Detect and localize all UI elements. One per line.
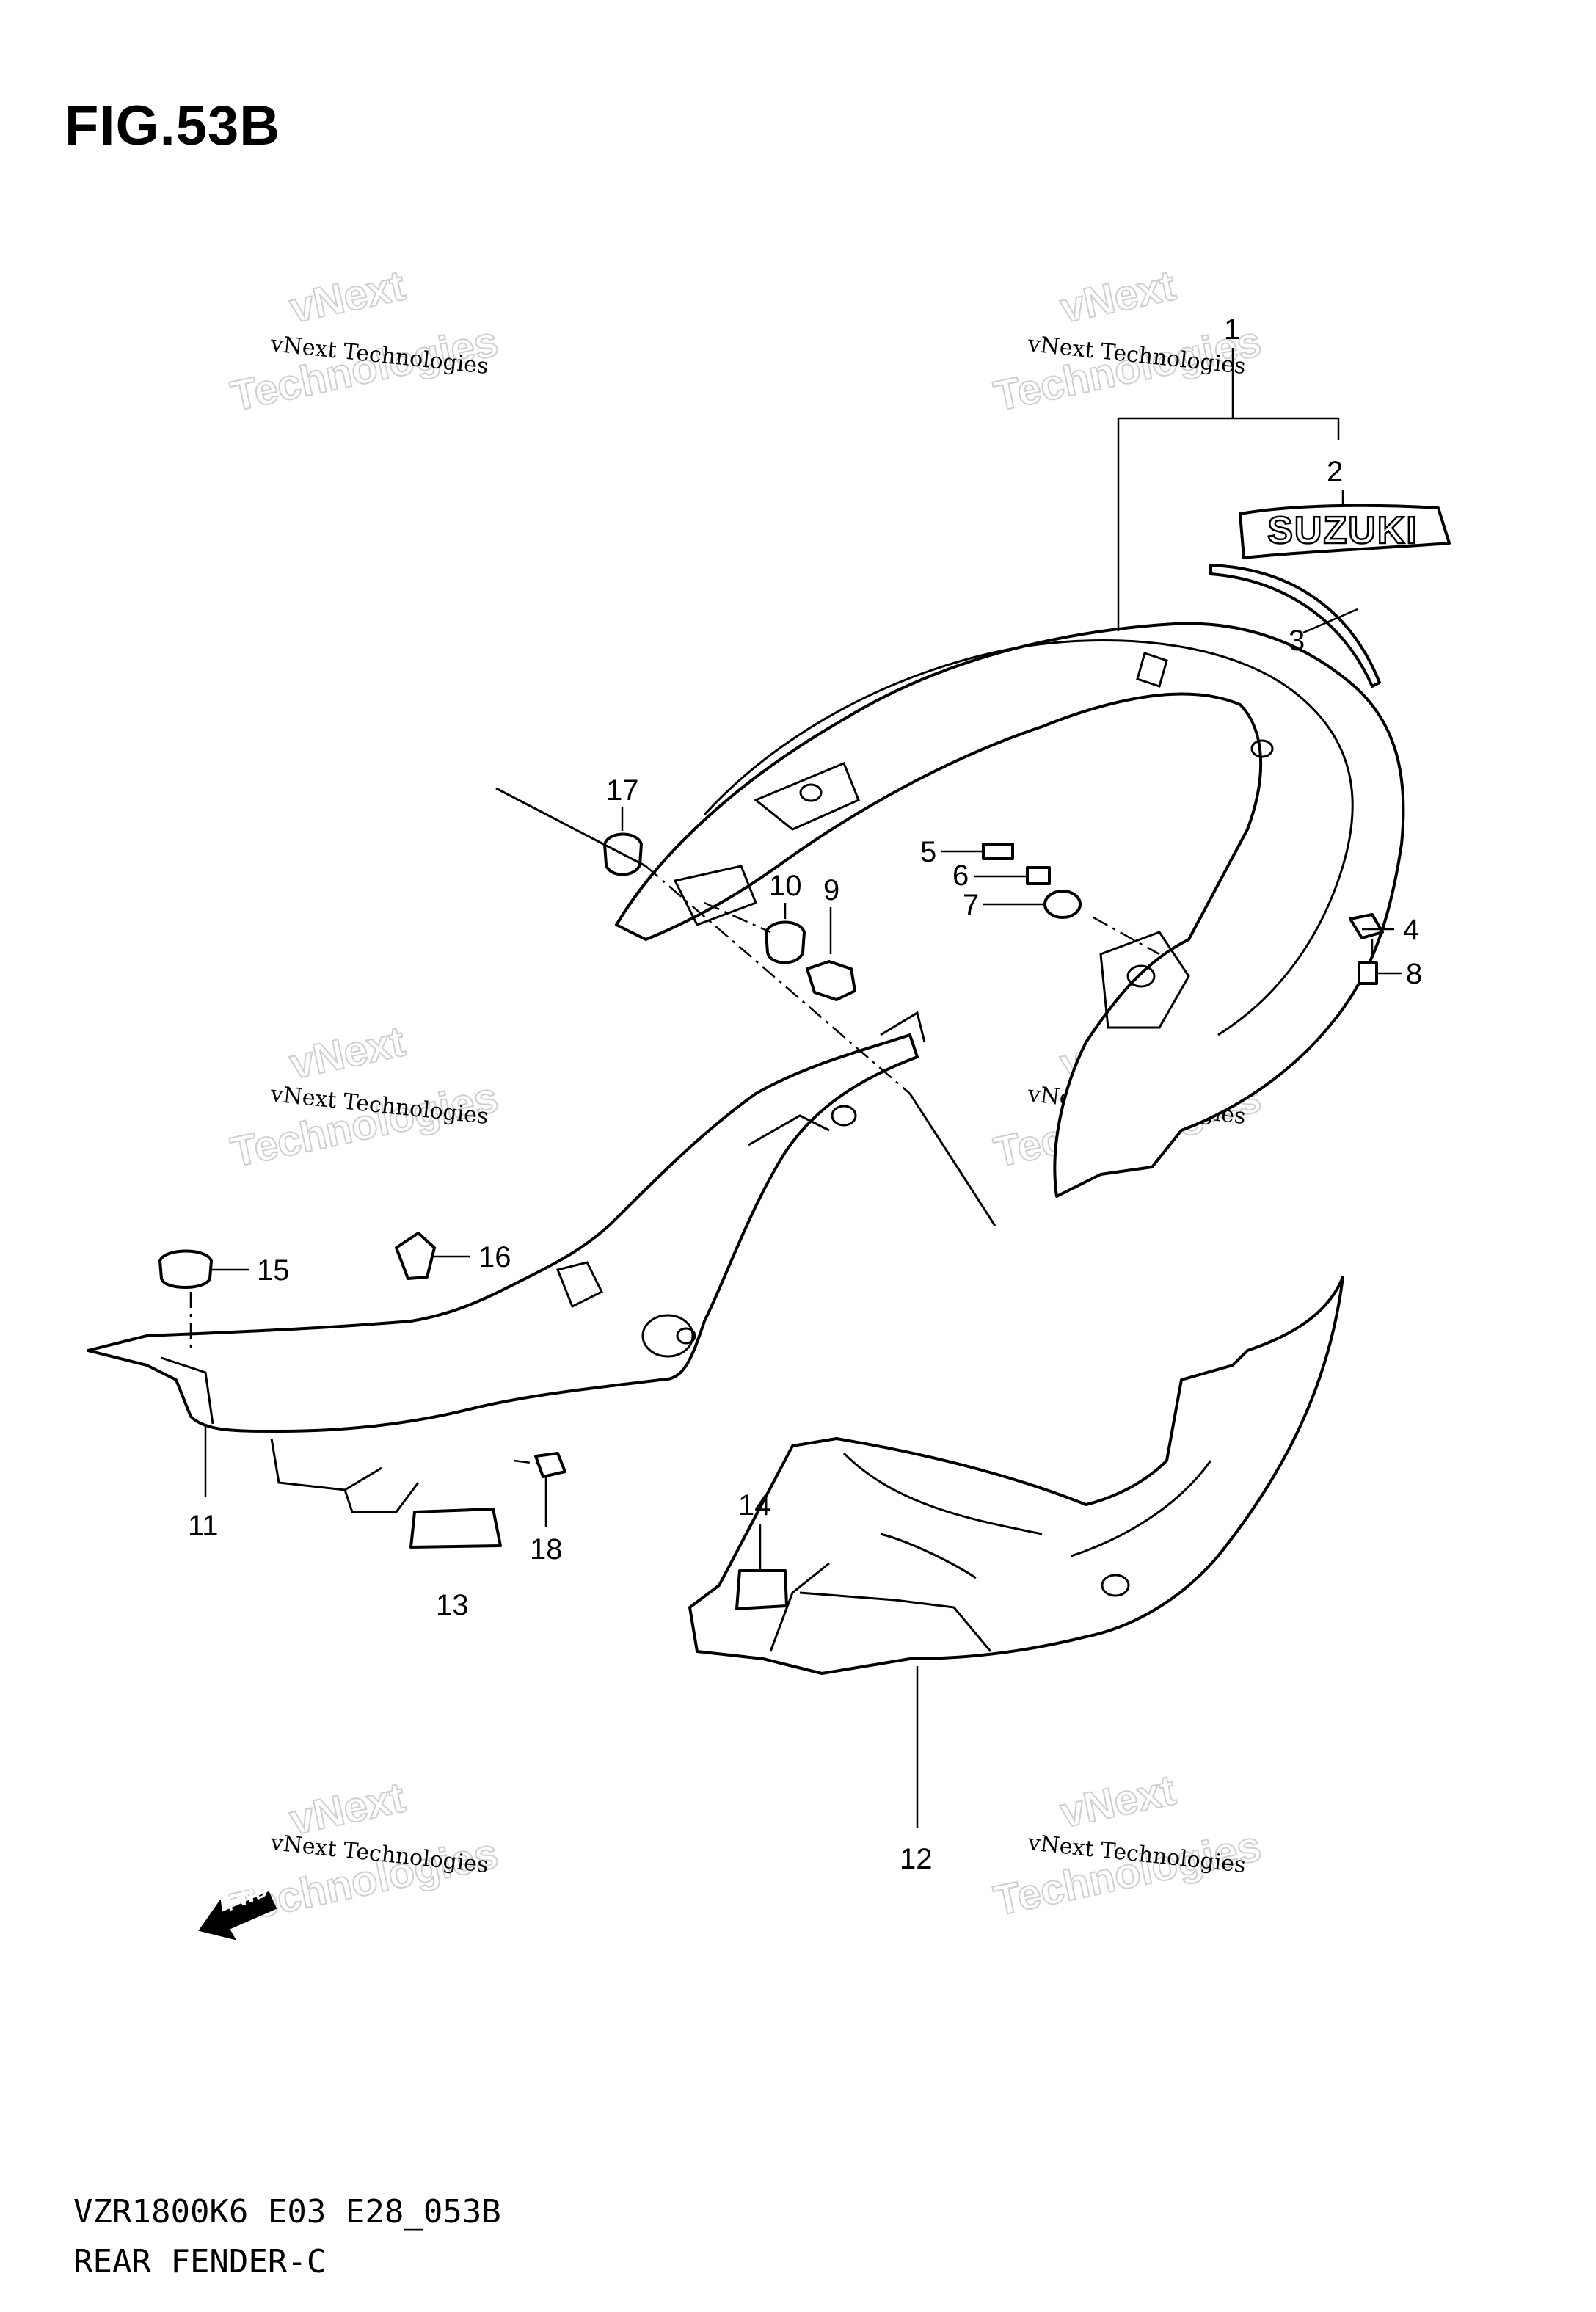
part-14-pad xyxy=(735,1569,788,1610)
figure-title: FIG.53B xyxy=(65,95,281,157)
part-rear-fender-cowl xyxy=(615,622,1405,1198)
part-18-screw xyxy=(534,1452,566,1478)
reference-line xyxy=(704,901,771,934)
callout-3: 3 xyxy=(1289,625,1305,657)
reference-line xyxy=(495,787,646,868)
part-6-collar xyxy=(1026,866,1051,885)
callout-numbers: 1 2 3 4 5 6 7 8 9 10 11 12 13 14 15 16 1… xyxy=(188,313,1422,1875)
callout-16: 16 xyxy=(478,1241,511,1273)
watermark-outline-small: vNext xyxy=(1056,1766,1179,1836)
part-4-nut xyxy=(1349,913,1384,939)
part-7-cushion xyxy=(1043,890,1082,919)
callout-18: 18 xyxy=(530,1533,563,1566)
suzuki-logo-text: SUZUKI xyxy=(1267,509,1418,552)
part-right-side-cover xyxy=(688,1276,1344,1675)
part-trim-strip xyxy=(1209,564,1381,688)
callout-4: 4 xyxy=(1403,914,1419,946)
part-10-grommet xyxy=(765,920,806,964)
part-9-bolt xyxy=(806,960,856,1001)
callout-8: 8 xyxy=(1406,958,1422,990)
watermark-outline-small: vNext xyxy=(285,261,409,332)
callout-14: 14 xyxy=(738,1489,771,1522)
callout-2: 2 xyxy=(1327,456,1343,488)
callout-6: 6 xyxy=(952,859,969,892)
callout-7: 7 xyxy=(963,889,979,921)
model-code: VZR1800K6 E03 E28_053B xyxy=(73,2193,501,2231)
reference-line xyxy=(513,1459,544,1466)
callout-10: 10 xyxy=(769,870,802,902)
reference-line xyxy=(1093,916,1160,956)
part-left-side-cover xyxy=(87,1011,926,1513)
callout-9: 9 xyxy=(823,874,839,906)
part-8-screw xyxy=(1358,961,1378,985)
callout-11: 11 xyxy=(188,1510,219,1542)
watermark-outline-small: vNext xyxy=(1056,261,1179,332)
reference-line xyxy=(908,1093,996,1226)
callout-13: 13 xyxy=(436,1589,469,1621)
callout-5: 5 xyxy=(920,836,936,868)
watermark-bottom-right: vNext Technologies vNext Technologies xyxy=(989,1765,1266,1925)
section-name: REAR FENDER-C xyxy=(73,2243,327,2280)
part-5-screw xyxy=(982,843,1014,860)
watermark-top-left: vNext Technologies vNext Technologies xyxy=(226,261,503,421)
callout-17: 17 xyxy=(606,774,639,807)
arrow-left-icon xyxy=(198,1891,277,1941)
part-13-pad xyxy=(409,1508,502,1549)
reference-line xyxy=(645,865,911,1094)
part-suzuki-emblem: SUZUKI xyxy=(1239,504,1451,559)
watermark-middle-left: vNext Technologies vNext Technologies xyxy=(226,1017,503,1177)
callout-1: 1 xyxy=(1224,313,1240,346)
part-16-clip xyxy=(395,1232,436,1280)
part-15-cushion xyxy=(158,1249,213,1289)
watermark-outline-small: vNext xyxy=(285,1017,409,1088)
callout-12: 12 xyxy=(900,1843,933,1875)
callout-15: 15 xyxy=(257,1254,290,1287)
leader-lines xyxy=(204,348,1402,1828)
